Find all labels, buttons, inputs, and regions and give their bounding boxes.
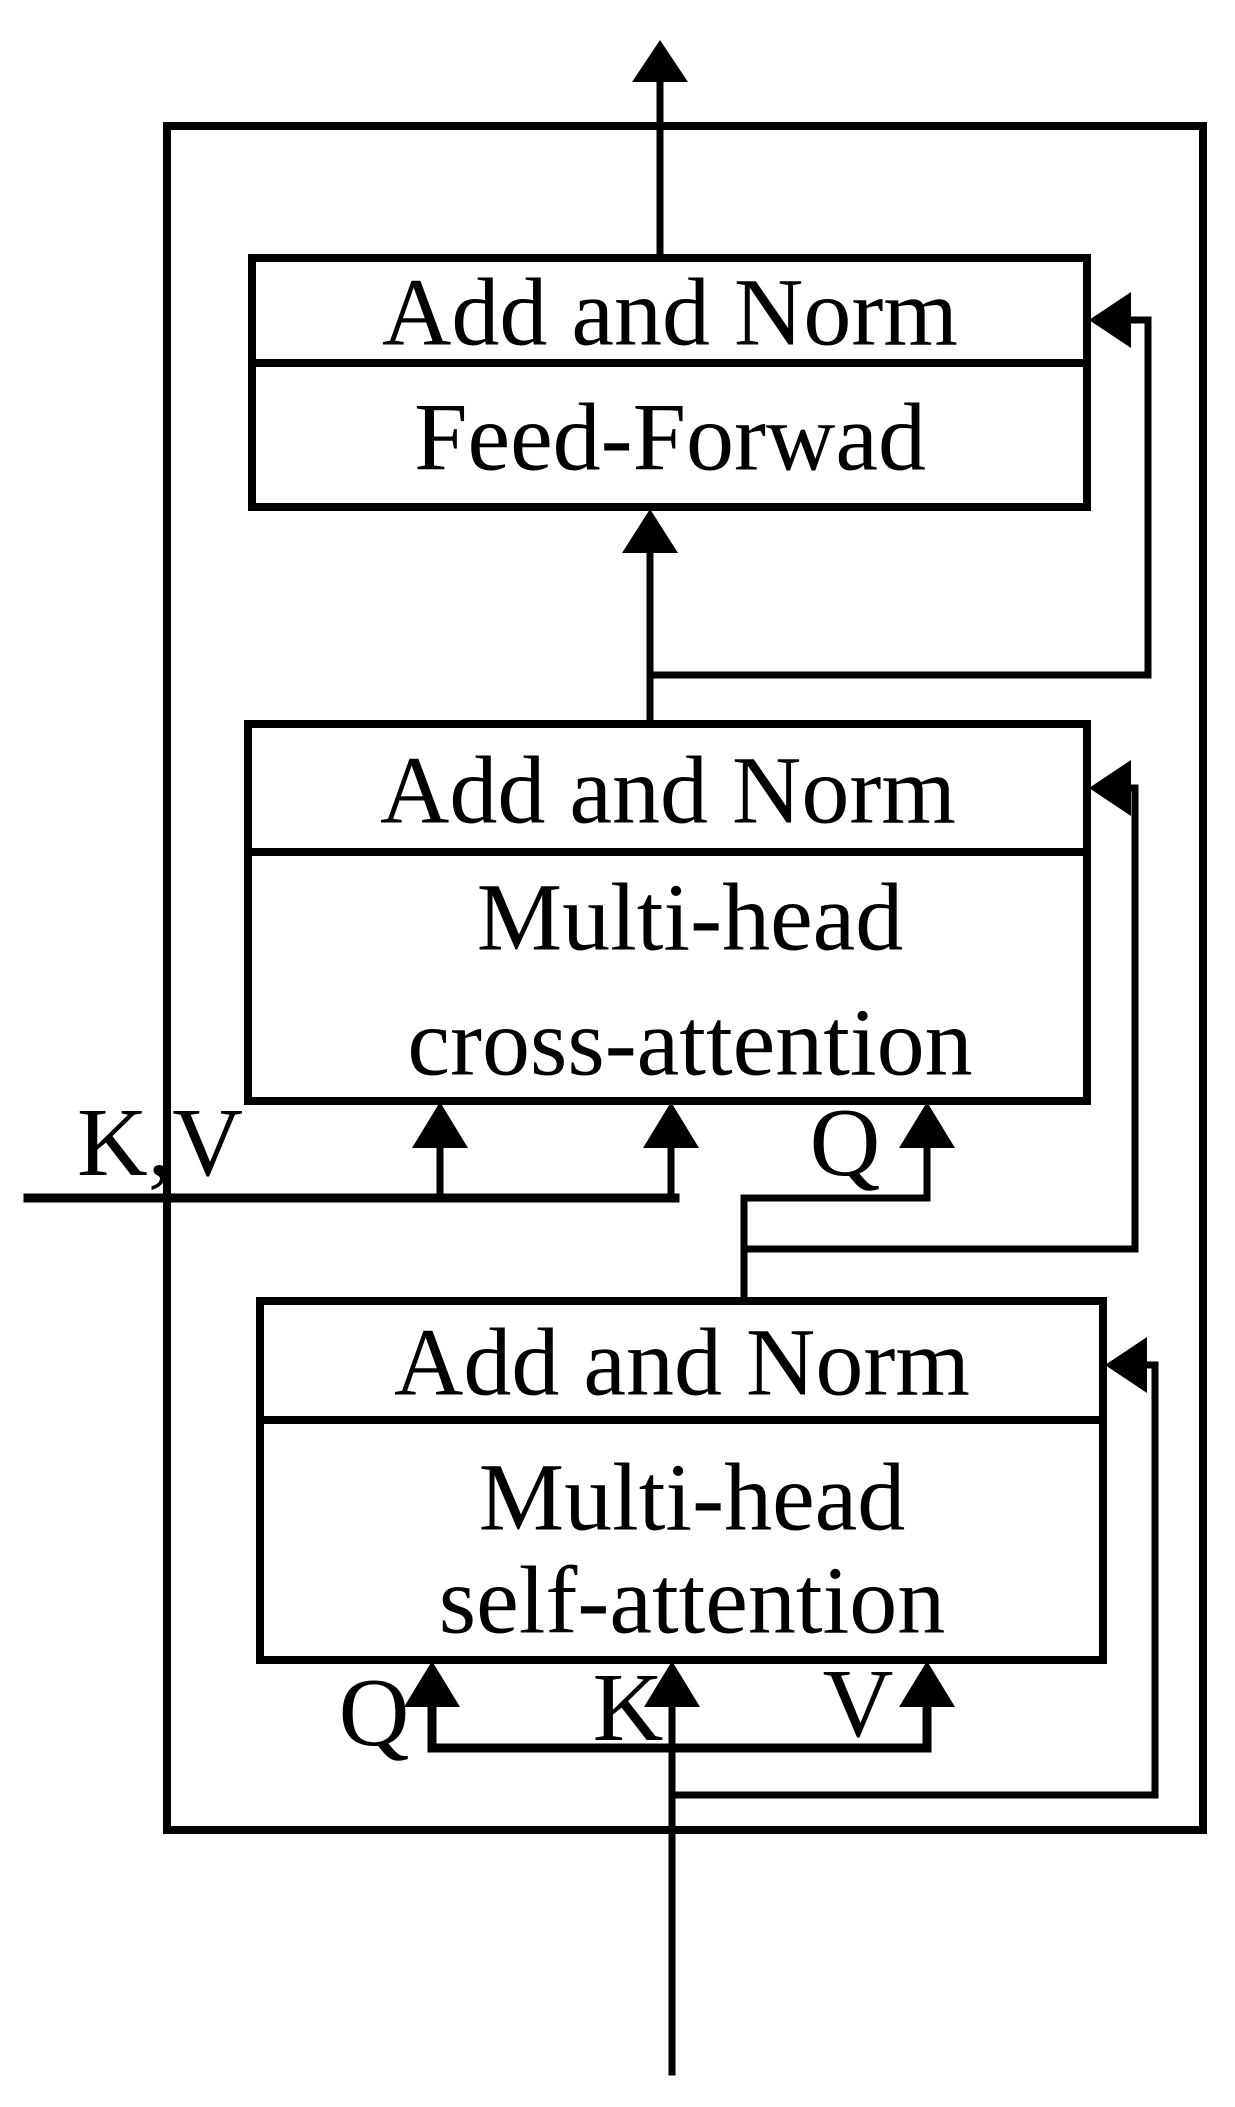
output-arrowhead [632, 40, 688, 82]
cross-attention-norm-label: Add and Norm [380, 737, 956, 844]
kv-arrowhead-2 [643, 1102, 699, 1148]
kv-input-label: K,V [77, 1089, 243, 1197]
self-attention-label-line2: self-attention [439, 1547, 945, 1654]
feed-forward-residual-line [646, 316, 1152, 679]
kv-arrowhead-1 [412, 1102, 468, 1148]
v-label-self: V [823, 1650, 894, 1758]
cross-attention-residual-arrowhead [1089, 760, 1131, 816]
self-q-arrowhead [404, 1661, 460, 1707]
feed-forward-norm-label: Add and Norm [382, 259, 958, 366]
cross-attention-label-line1: Multi-head [477, 864, 904, 971]
self-attention-label-line1: Multi-head [479, 1444, 906, 1551]
cross-q-arrowhead [899, 1102, 955, 1148]
cross-attention-residual-line [740, 784, 1139, 1253]
q-label-self: Q [339, 1659, 410, 1767]
feed-forward-input-arrowhead [622, 509, 678, 553]
feed-forward-label: Feed-Forwad [414, 384, 926, 491]
self-v-arrowhead [899, 1661, 955, 1707]
feed-forward-residual-arrowhead [1089, 292, 1131, 348]
self-attention-residual-line [668, 1361, 1159, 1799]
self-attention-residual-arrowhead [1105, 1337, 1147, 1393]
q-label-cross: Q [810, 1089, 881, 1197]
k-label-self: K [593, 1654, 664, 1762]
cross-attention-label-line2: cross-attention [407, 989, 972, 1096]
self-attention-box [256, 1297, 1107, 1664]
cross-attention-block: Add and Norm Multi-head cross-attention [244, 720, 1091, 1105]
self-input-connector [427, 1701, 932, 1753]
feed-forward-box [248, 254, 1091, 511]
decoder-boundary [163, 122, 1207, 1834]
self-k-arrowhead [644, 1661, 700, 1707]
self-attention-block: Add and Norm Multi-head self-attention [256, 1297, 1107, 1664]
self-attention-norm-label: Add and Norm [394, 1309, 970, 1416]
cross-attention-box [244, 720, 1091, 1105]
feed-forward-block: Add and Norm Feed-Forwad [248, 254, 1091, 511]
